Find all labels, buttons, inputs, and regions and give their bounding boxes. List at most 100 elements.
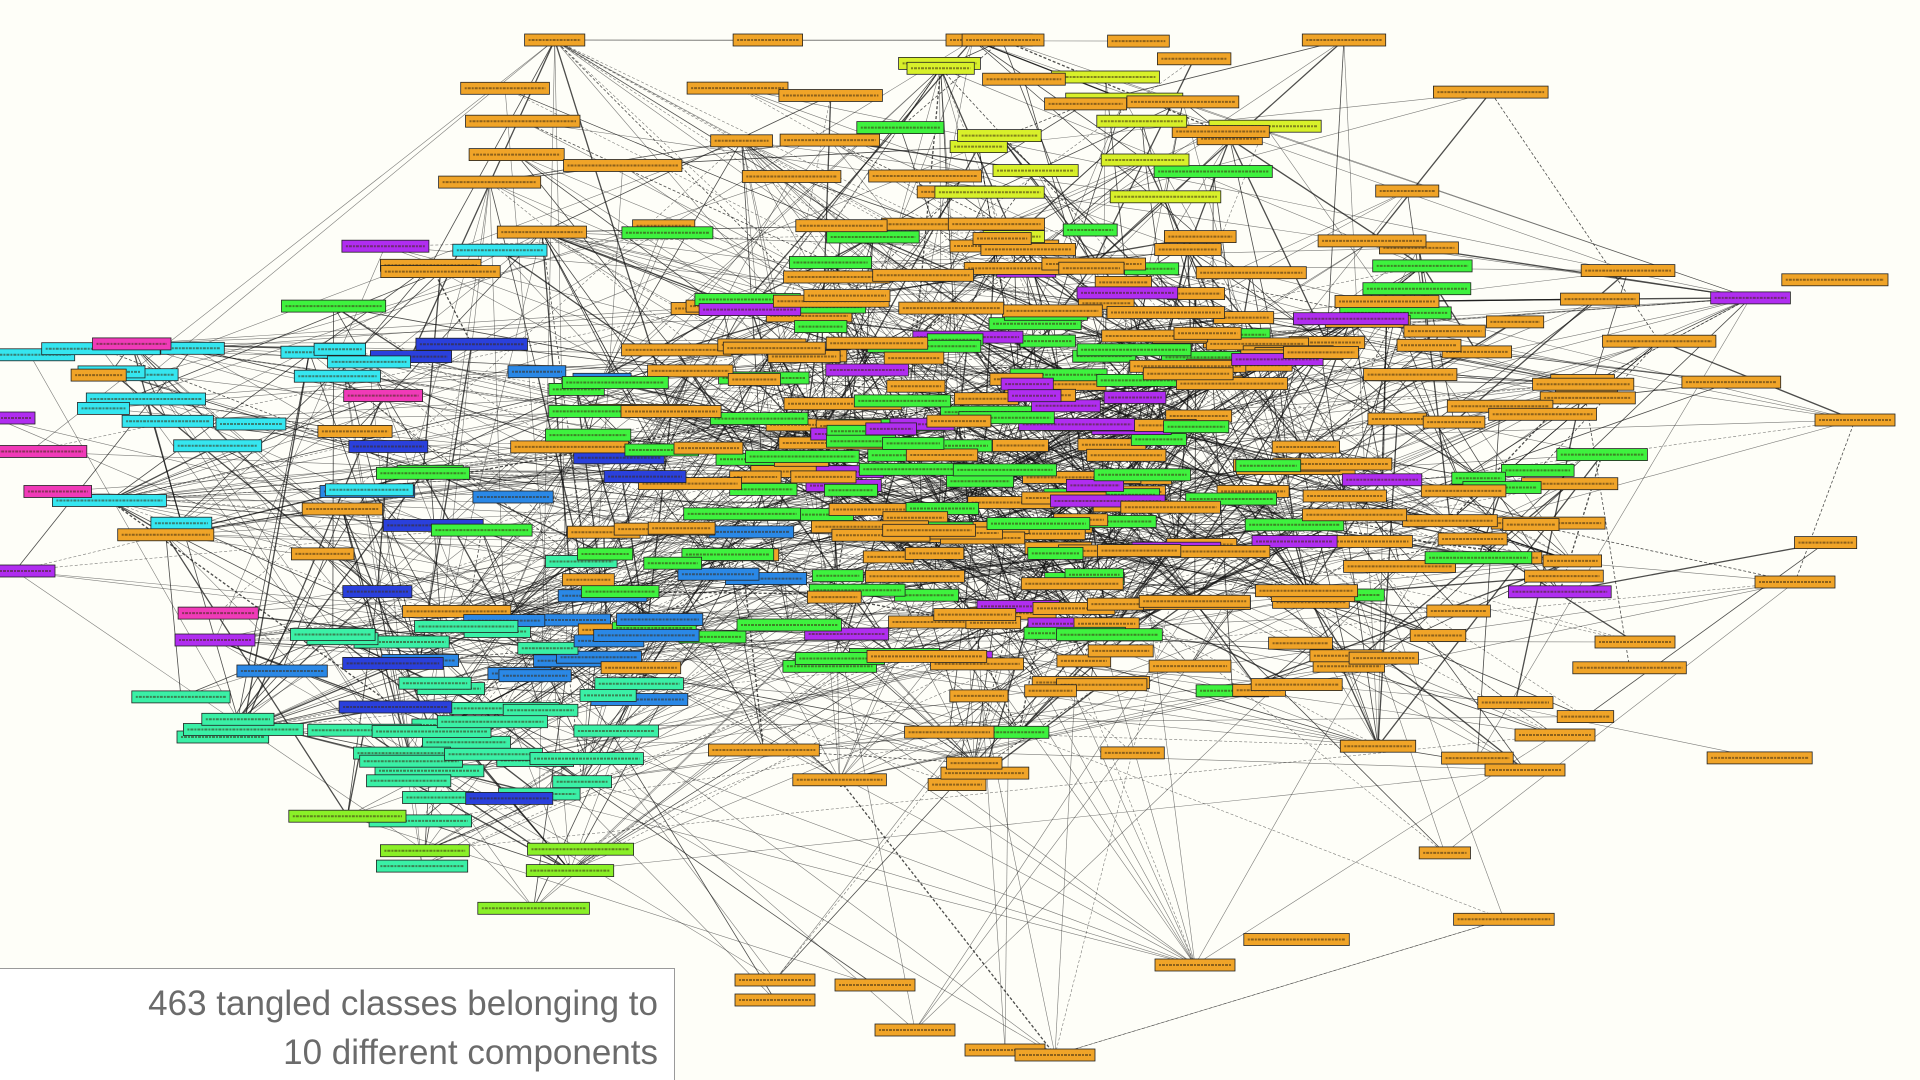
class-node[interactable]: [1488, 407, 1597, 421]
class-node[interactable]: [581, 585, 660, 598]
class-node[interactable]: [825, 363, 909, 377]
class-node[interactable]: [1019, 334, 1076, 348]
class-node[interactable]: [620, 405, 722, 418]
class-node[interactable]: [1154, 958, 1236, 972]
class-node[interactable]: [375, 859, 469, 873]
class-node[interactable]: [745, 450, 860, 463]
class-node[interactable]: [853, 394, 951, 408]
class-node[interactable]: [477, 901, 590, 915]
class-node[interactable]: [1556, 448, 1648, 462]
class-node[interactable]: [1426, 604, 1491, 618]
class-node[interactable]: [708, 525, 795, 539]
class-node[interactable]: [1502, 518, 1560, 531]
class-node[interactable]: [1251, 535, 1338, 548]
class-node[interactable]: [117, 528, 215, 542]
class-node[interactable]: [1051, 70, 1160, 84]
class-node[interactable]: [1409, 629, 1467, 642]
class-node[interactable]: [524, 33, 586, 47]
class-node[interactable]: [905, 448, 979, 462]
class-node[interactable]: [1560, 292, 1640, 306]
class-node[interactable]: [436, 715, 548, 729]
class-node[interactable]: [1514, 728, 1596, 742]
class-node[interactable]: [342, 585, 413, 598]
class-node[interactable]: [1107, 34, 1170, 48]
class-node[interactable]: [1176, 377, 1288, 391]
class-node[interactable]: [593, 629, 700, 642]
class-node[interactable]: [882, 523, 976, 537]
class-node[interactable]: [807, 590, 862, 604]
class-node[interactable]: [215, 417, 287, 431]
class-node[interactable]: [562, 573, 615, 587]
class-node[interactable]: [301, 502, 383, 516]
class-node[interactable]: [525, 864, 615, 877]
class-node[interactable]: [348, 440, 429, 453]
class-node[interactable]: [1542, 554, 1602, 568]
class-node[interactable]: [866, 650, 988, 663]
class-node[interactable]: [1087, 597, 1144, 611]
class-node[interactable]: [173, 439, 263, 453]
class-node[interactable]: [1781, 273, 1889, 287]
class-node[interactable]: [600, 661, 682, 675]
class-node[interactable]: [415, 337, 528, 351]
class-node[interactable]: [949, 689, 1009, 703]
class-node[interactable]: [510, 440, 630, 454]
class-node[interactable]: [77, 401, 130, 415]
class-node[interactable]: [290, 628, 376, 641]
class-node[interactable]: [1363, 368, 1458, 382]
class-node[interactable]: [1602, 334, 1717, 348]
class-node[interactable]: [552, 775, 613, 789]
class-node[interactable]: [517, 641, 579, 655]
class-node[interactable]: [1164, 230, 1237, 244]
class-node[interactable]: [174, 633, 256, 647]
class-node[interactable]: [1097, 544, 1182, 557]
class-node[interactable]: [1076, 343, 1192, 357]
class-node[interactable]: [811, 569, 864, 583]
class-node[interactable]: [366, 774, 452, 788]
class-node[interactable]: [734, 973, 816, 987]
class-node[interactable]: [398, 676, 472, 690]
class-node[interactable]: [927, 778, 987, 791]
class-node[interactable]: [677, 567, 760, 581]
class-node[interactable]: [92, 337, 172, 351]
class-node[interactable]: [906, 61, 975, 75]
class-node[interactable]: [468, 148, 565, 162]
class-node[interactable]: [1086, 448, 1167, 462]
class-node[interactable]: [1096, 114, 1188, 128]
class-node[interactable]: [1130, 432, 1187, 446]
class-node[interactable]: [527, 842, 634, 856]
class-node[interactable]: [904, 725, 995, 739]
class-node[interactable]: [1024, 684, 1077, 698]
class-node[interactable]: [465, 114, 581, 128]
class-node[interactable]: [779, 133, 880, 147]
class-node[interactable]: [317, 424, 393, 438]
class-node[interactable]: [281, 299, 387, 313]
class-node[interactable]: [1109, 190, 1222, 204]
class-node[interactable]: [1020, 577, 1124, 591]
class-node[interactable]: [710, 412, 809, 426]
class-node[interactable]: [1556, 710, 1615, 723]
class-node[interactable]: [460, 81, 550, 95]
class-node[interactable]: [121, 414, 214, 428]
class-node[interactable]: [465, 792, 554, 805]
class-node[interactable]: [1501, 463, 1575, 477]
class-node[interactable]: [647, 364, 734, 378]
class-node[interactable]: [886, 379, 946, 393]
class-node[interactable]: [856, 121, 945, 134]
class-node[interactable]: [647, 521, 716, 535]
class-node[interactable]: [1066, 478, 1125, 492]
class-node[interactable]: [1524, 569, 1604, 583]
class-node[interactable]: [722, 341, 826, 355]
class-node[interactable]: [472, 490, 554, 504]
class-node[interactable]: [1539, 391, 1636, 405]
class-node[interactable]: [70, 368, 127, 382]
class-node[interactable]: [1339, 739, 1417, 753]
class-node[interactable]: [734, 993, 816, 1007]
class-node[interactable]: [327, 355, 411, 369]
class-node[interactable]: [934, 185, 1045, 199]
class-node[interactable]: [131, 690, 231, 704]
class-node[interactable]: [1706, 751, 1813, 765]
class-node[interactable]: [949, 140, 1008, 154]
class-node[interactable]: [1710, 291, 1791, 305]
class-node[interactable]: [982, 72, 1066, 86]
class-node[interactable]: [988, 725, 1050, 739]
